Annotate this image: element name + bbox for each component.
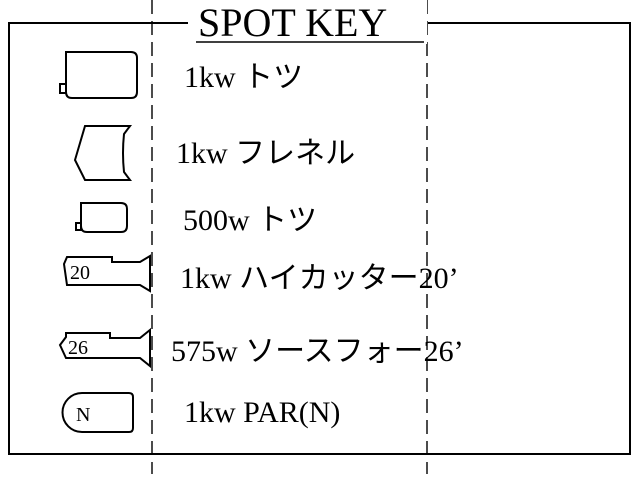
profile-spot-20-icon: 20 — [62, 254, 151, 293]
entry-label-1kw-high-cutter-20: 1kw ハイカッター20’ — [180, 262, 459, 295]
fresnel-lamp-500w-icon — [75, 202, 128, 233]
par-can-letter: N — [76, 404, 90, 426]
entry-label-1kw-totsu: 1kw トツ — [184, 61, 303, 94]
entry-label-1kw-fresnel: 1kw フレネル — [176, 137, 355, 170]
par-can-icon: N — [61, 392, 134, 433]
entry-label-500w-totsu: 500w トツ — [183, 204, 317, 237]
profile-spot-26-icon: 26 — [58, 327, 151, 369]
profile-spot-26-number: 26 — [68, 337, 88, 359]
entry-label-575w-source-four-26: 575w ソースフォー26’ — [171, 335, 464, 368]
entry-label-1kw-par: 1kw PAR(N) — [184, 396, 340, 429]
legend-frame — [8, 22, 631, 455]
profile-spot-20-number: 20 — [70, 262, 90, 284]
fresnel-lamp-small-icon — [59, 51, 138, 99]
legend-title: SPOT KEY — [198, 0, 387, 45]
fresnel-lamp-flared-icon — [73, 125, 132, 181]
